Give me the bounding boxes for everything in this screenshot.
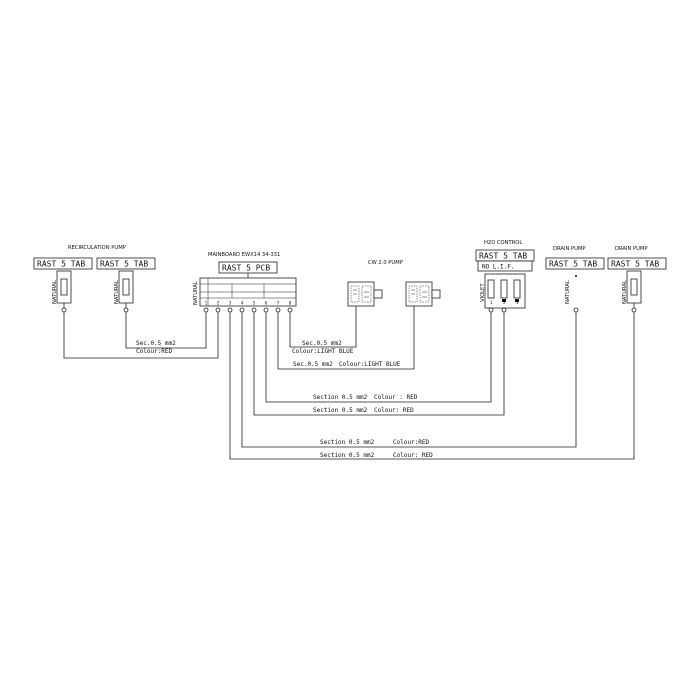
wire-1-colour: Colour:RED: [136, 348, 173, 355]
wire-5-colour: Colour: RED: [374, 407, 414, 414]
recirc-terminal-a: [60, 278, 68, 296]
recirculation-pump-title: RECIRCULATION PUMP: [68, 245, 126, 251]
h2o-pin-1: [488, 307, 494, 313]
recirculation-pump: RECIRCULATION PUMP RAST 5 TAB RAST 5 TAB…: [33, 245, 156, 313]
recirc-terminal-b: [122, 278, 130, 296]
wire-6: Section 0.5 mm2 Colour:RED: [241, 312, 577, 448]
wire-4-colour: Colour : RED: [374, 394, 418, 401]
mainboard-pin: [203, 307, 209, 313]
wire-7-colour: Colour: RED: [393, 452, 433, 459]
h2o-control-title: H2O CONTROL: [484, 240, 522, 246]
mainboard-pin-label: 5: [253, 301, 256, 306]
mainboard-tab-label: RAST 5 PCB: [222, 264, 270, 273]
wire-5: Section 0.5 mm2 Colour: RED: [253, 312, 505, 416]
mainboard-pin-label: 1: [205, 301, 208, 306]
recirc-tab-a-box: [33, 257, 93, 270]
drain-pump-1: DRAIN PUMP RAST 5 TAB NATURAL: [545, 246, 605, 313]
drain-pump-2-terminal: [630, 278, 638, 296]
h2o-terminal-3: [513, 279, 521, 299]
recirc-tab-b-box: [96, 257, 156, 270]
mainboard: MAINBOARD EWX14 34-331 RAST 5 PCB NATURA…: [193, 252, 297, 313]
h2o-sub-label: NO L.I.F.: [482, 264, 515, 271]
drain-pump-1-tab-box: [545, 257, 605, 270]
recirc-tab-b-label: RAST 5 TAB: [100, 260, 148, 269]
wire-7: Section 0.5 mm2 Colour: RED: [229, 312, 635, 460]
wire-5-section: Section 0.5 mm2: [313, 407, 368, 414]
h2o-tab-label: RAST 5 TAB: [479, 252, 527, 261]
h2o-terminal-1: [487, 279, 495, 299]
h2o-control: H2O CONTROL RAST 5 TAB NO L.I.F. VIOLET …: [475, 240, 535, 313]
mainboard-pin: [275, 307, 281, 313]
mainboard-pin: [251, 307, 257, 313]
h2o-terminal-2: [500, 279, 508, 299]
recirc-wire-b-label: NATURAL: [114, 280, 120, 304]
wire-2-section: Sec.0.5 mm2: [302, 340, 342, 347]
wire-1: Sec.0.5 mm2 Colour:RED: [63, 312, 219, 359]
drain-pump-2-title: DRAIN PUMP: [615, 246, 648, 252]
wire-2: Sec.0.5 mm2 Colour:LIGHT BLUE: [289, 306, 357, 355]
drain-pump-1-marker: [575, 275, 577, 277]
wire-4-section: Section 0.5 mm2: [313, 394, 368, 401]
mainboard-pin: [227, 307, 233, 313]
mainboard-pins: 1 2 3 4 5 6 7 8: [203, 301, 293, 313]
drain-pump-2-wire-label: NATURAL: [622, 280, 628, 304]
mainboard-pin-label: 8: [289, 301, 292, 306]
wire-7-section: Section 0.5 mm2: [320, 452, 375, 459]
recirc-pin-a: [61, 307, 67, 313]
cw-pump-title: CW 2.0 PUMP: [368, 260, 403, 266]
drain-pump-2: DRAIN PUMP RAST 5 TAB NATURAL: [607, 246, 667, 313]
drain-pump-2-tab-label: RAST 5 TAB: [611, 260, 659, 269]
recirc-pin-b: [123, 307, 129, 313]
mainboard-title: MAINBOARD EWX14 34-331: [208, 252, 280, 258]
mainboard-pin: [239, 307, 245, 313]
mainboard-wire-label: NATURAL: [193, 281, 199, 305]
mainboard-pin: [263, 307, 269, 313]
drain-pump-1-wire-label: NATURAL: [565, 280, 571, 304]
mainboard-pin-label: 7: [277, 301, 280, 306]
cw-pump-connector-b: [405, 281, 441, 307]
h2o-pin-3-label: 3: [516, 300, 519, 305]
cw-pump-connector-a: [347, 281, 383, 307]
cw-pump: CW 2.0 PUMP: [347, 260, 441, 307]
wire-6-section: Section 0.5 mm2: [320, 439, 375, 446]
h2o-pin-1-label: 1: [490, 300, 493, 305]
recirc-wire-a-label: NATURAL: [52, 280, 58, 304]
mainboard-pin-label: 2: [217, 301, 220, 306]
mainboard-pin: [287, 307, 293, 313]
wire-3-section: Sec.0.5 mm2: [293, 361, 333, 368]
recirc-tab-a-label: RAST 5 TAB: [37, 260, 85, 269]
drain-pump-1-title: DRAIN PUMP: [553, 246, 586, 252]
mainboard-pin-label: 3: [229, 301, 232, 306]
h2o-pin-2-label: 2: [503, 300, 506, 305]
wire-1-section: Sec.0.5 mm2: [136, 340, 176, 347]
mainboard-pin-label: 6: [265, 301, 268, 306]
wire-3: Sec.0.5 mm2 Colour:LIGHT BLUE: [277, 306, 415, 370]
wire-3-colour: Colour:LIGHT BLUE: [339, 361, 401, 368]
wire-4: Section 0.5 mm2 Colour : RED: [265, 312, 492, 403]
drain-pump-2-tab-box: [607, 257, 667, 270]
wire-6-colour: Colour:RED: [393, 439, 430, 446]
mainboard-pin: [215, 307, 221, 313]
drain-pump-1-pin: [573, 307, 579, 313]
h2o-pin-2: [501, 307, 507, 313]
drain-pump-1-tab-label: RAST 5 TAB: [549, 260, 597, 269]
mainboard-pin-label: 4: [241, 301, 244, 306]
h2o-wire-label: VIOLET: [480, 283, 486, 302]
wire-2-colour: Colour:LIGHT BLUE: [292, 348, 354, 355]
h2o-sub-box: [477, 260, 533, 272]
drain-pump-2-pin: [631, 307, 637, 313]
